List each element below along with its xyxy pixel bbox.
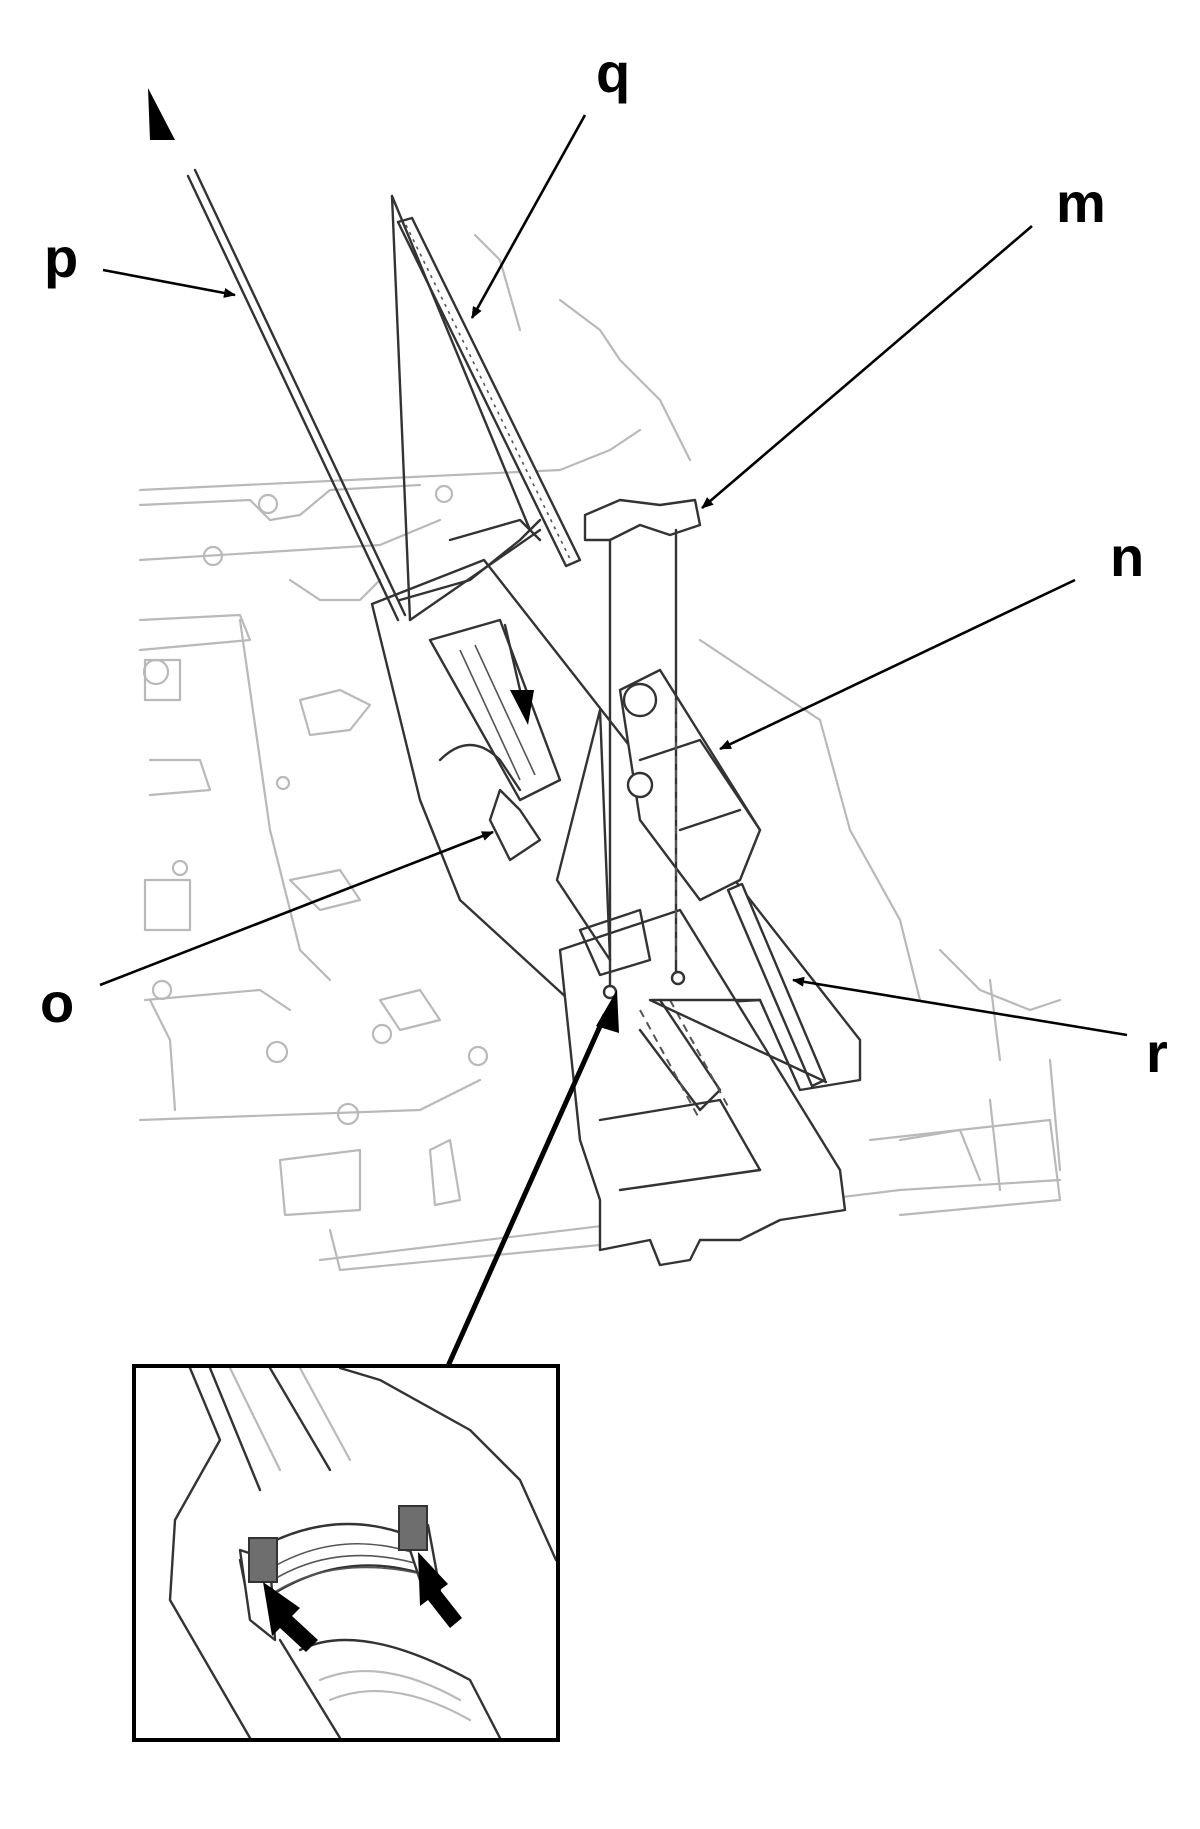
- leader-lines: [99, 114, 1128, 1368]
- callout-labels: p q m n o r: [40, 41, 1168, 1084]
- seat-rail-assembly: [370, 498, 862, 1267]
- callout-n: n: [1110, 525, 1144, 588]
- arrow-up-right-icon: [263, 1582, 318, 1652]
- callout-o: o: [40, 971, 74, 1034]
- removal-rods: [148, 88, 828, 1088]
- callout-q: q: [596, 41, 630, 104]
- detail-inset: [132, 1364, 560, 1742]
- callout-r: r: [1146, 1021, 1168, 1084]
- vehicle-floor-ghost: [138, 233, 1062, 1272]
- arrow-down-icon: [510, 690, 534, 725]
- arrow-up-left-icon: [148, 88, 175, 140]
- callout-p: p: [44, 226, 78, 289]
- arrow-up-right-icon: [418, 1552, 462, 1628]
- callout-m: m: [1056, 171, 1106, 234]
